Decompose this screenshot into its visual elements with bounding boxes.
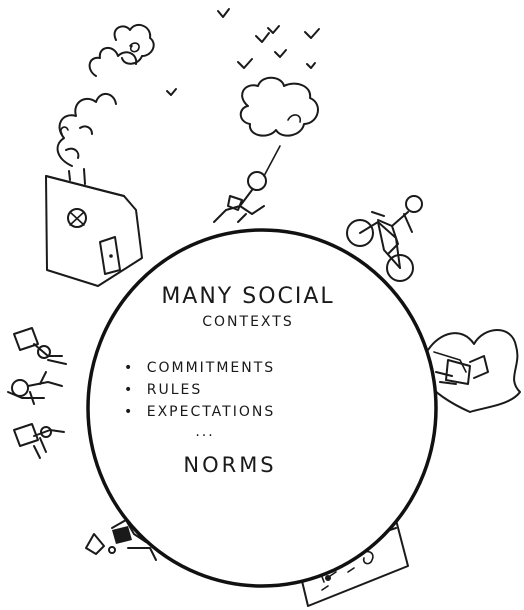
ellipsis: ...	[195, 424, 214, 440]
globe	[86, 228, 438, 588]
diagram-subtitle: CONTEXTS	[202, 314, 293, 330]
diagram-title: MANY SOCIAL	[161, 284, 334, 309]
heart-icon	[423, 329, 521, 413]
kite-person-icon	[213, 76, 319, 223]
norms-label: NORMS	[183, 453, 276, 477]
house-icon	[45, 168, 143, 287]
smoke-icon	[56, 23, 155, 167]
bullet-item: • EXPECTATIONS	[124, 404, 275, 420]
cyclist-icon	[346, 195, 423, 282]
birds-icon	[166, 8, 320, 96]
sign-figures-icon	[7, 327, 67, 459]
bullet-item: • COMMITMENTS	[124, 360, 275, 376]
bullet-item: • RULES	[124, 382, 202, 398]
